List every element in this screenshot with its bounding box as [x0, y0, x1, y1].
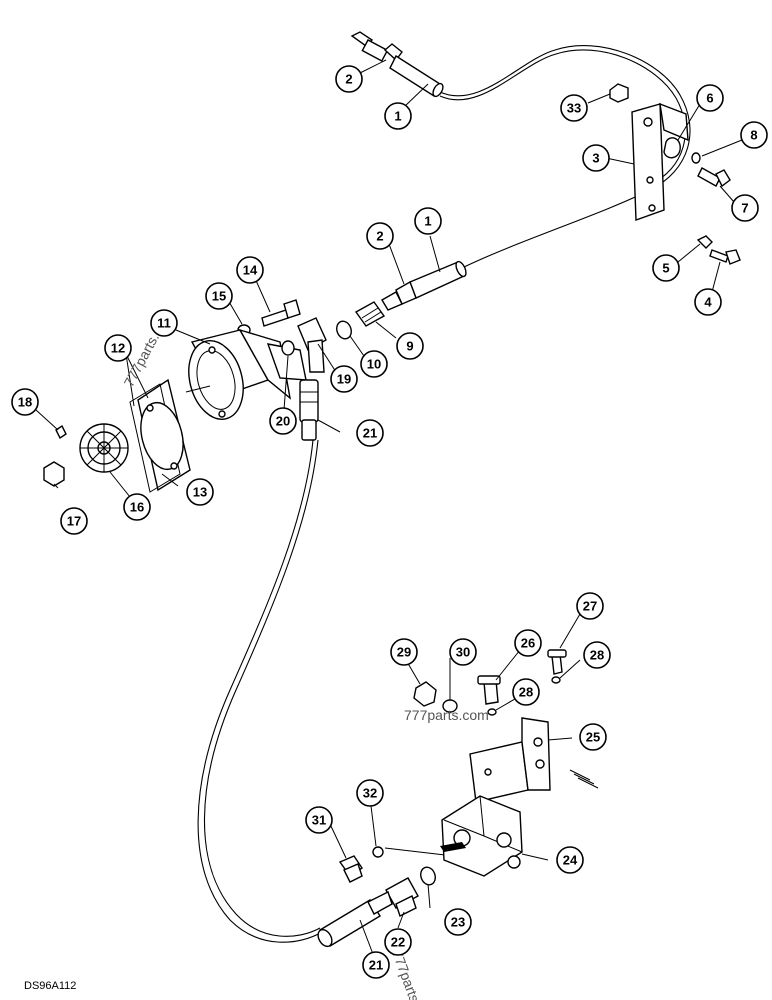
callout-25: 25: [579, 723, 607, 751]
valve-assembly: [317, 649, 599, 948]
callout-24: 24: [556, 846, 584, 874]
callout-20: 20: [269, 407, 297, 435]
svg-text:17: 17: [67, 514, 81, 529]
callout-2-top: 2: [335, 65, 363, 93]
svg-text:9: 9: [406, 339, 413, 354]
svg-text:24: 24: [563, 853, 578, 868]
svg-text:28: 28: [519, 685, 533, 700]
callout-3: 3: [582, 144, 610, 172]
callout-32: 32: [356, 779, 384, 807]
callout-17: 17: [60, 507, 88, 535]
callout-14: 14: [236, 256, 264, 284]
svg-text:11: 11: [157, 316, 171, 331]
callout-19: 19: [330, 365, 358, 393]
callout-18: 18: [11, 388, 39, 416]
svg-text:15: 15: [212, 289, 226, 304]
callout-6: 6: [696, 84, 724, 112]
callout-23: 23: [444, 908, 472, 936]
callout-12: 12: [104, 334, 132, 362]
svg-text:31: 31: [312, 813, 326, 828]
svg-text:22: 22: [391, 935, 405, 950]
callout-4: 4: [694, 288, 722, 316]
callout-11: 11: [150, 309, 178, 337]
callout-1-middle: 1: [414, 207, 442, 235]
svg-text:16: 16: [130, 500, 144, 515]
callout-33: 33: [560, 94, 588, 122]
callout-5: 5: [652, 254, 680, 282]
callout-2-middle: 2: [366, 222, 394, 250]
callout-21-lower: 21: [362, 951, 390, 979]
svg-text:14: 14: [243, 263, 258, 278]
svg-text:2: 2: [376, 229, 383, 244]
callout-28-right: 28: [583, 641, 611, 669]
svg-text:4: 4: [704, 295, 712, 310]
svg-text:19: 19: [337, 372, 351, 387]
svg-text:1: 1: [424, 214, 431, 229]
svg-text:6: 6: [706, 91, 713, 106]
svg-text:26: 26: [521, 636, 535, 651]
svg-text:28: 28: [590, 648, 604, 663]
callout-15: 15: [205, 282, 233, 310]
svg-text:5: 5: [662, 261, 669, 276]
callout-26: 26: [514, 629, 542, 657]
leader-lines: [35, 59, 743, 963]
svg-text:27: 27: [583, 599, 597, 614]
callout-7: 7: [731, 194, 759, 222]
callout-31: 31: [305, 806, 333, 834]
hose-lines: [197, 45, 691, 943]
drawing-code: DS96A112: [24, 980, 76, 992]
svg-text:1: 1: [394, 109, 401, 124]
svg-text:13: 13: [193, 485, 207, 500]
watermark-middle: 777parts.com: [404, 707, 489, 723]
callout-28-left: 28: [512, 678, 540, 706]
callout-30: 30: [449, 638, 477, 666]
callout-22: 22: [384, 928, 412, 956]
callout-9: 9: [396, 332, 424, 360]
svg-text:21: 21: [363, 426, 377, 441]
bracket-3: [609, 83, 741, 265]
svg-text:33: 33: [567, 101, 581, 116]
svg-text:7: 7: [741, 201, 748, 216]
callout-13: 13: [186, 478, 214, 506]
callout-8: 8: [740, 121, 768, 149]
svg-text:21: 21: [369, 958, 383, 973]
callout-29: 29: [390, 638, 418, 666]
svg-text:10: 10: [367, 357, 381, 372]
svg-text:32: 32: [363, 786, 377, 801]
svg-text:18: 18: [18, 395, 32, 410]
callout-10: 10: [360, 350, 388, 378]
svg-text:12: 12: [111, 341, 125, 356]
upper-tube-assembly: [350, 31, 444, 98]
svg-text:2: 2: [345, 72, 352, 87]
callout-16: 16: [123, 493, 151, 521]
callout-1-top: 1: [384, 102, 412, 130]
svg-text:3: 3: [592, 151, 599, 166]
svg-text:30: 30: [456, 645, 470, 660]
svg-text:8: 8: [750, 128, 757, 143]
svg-text:25: 25: [586, 730, 600, 745]
callout-27: 27: [576, 592, 604, 620]
svg-text:20: 20: [276, 414, 290, 429]
callout-21-upper: 21: [356, 419, 384, 447]
middle-tube-assembly: [336, 260, 467, 340]
svg-text:23: 23: [451, 915, 465, 930]
pump-assembly: [43, 299, 327, 493]
svg-text:29: 29: [397, 645, 411, 660]
callouts: 1 2 33 6 8 3 7 1 2 5 4 14 15 11 12 9 10 …: [11, 65, 768, 979]
